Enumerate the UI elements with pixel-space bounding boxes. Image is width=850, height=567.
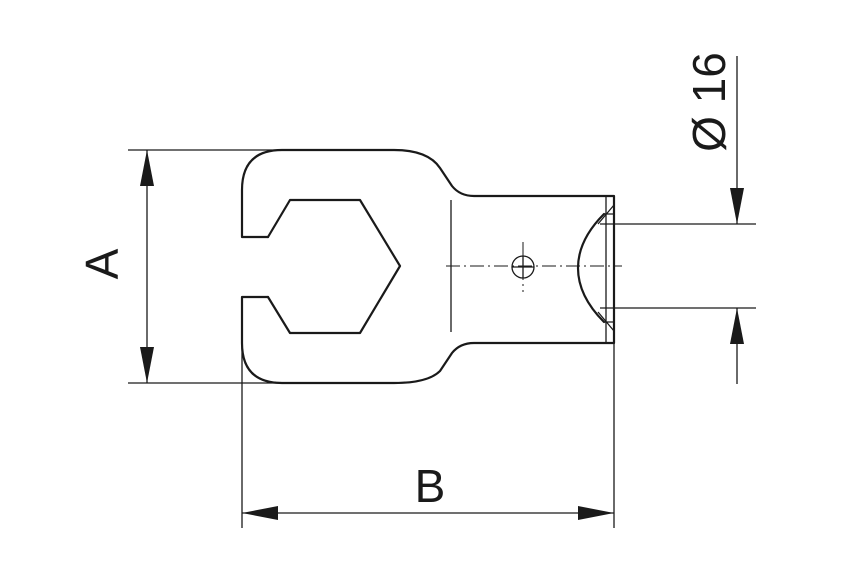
- arrow-d-top: [730, 188, 744, 224]
- dimension-a-label: A: [76, 248, 128, 279]
- arrow-a-bottom: [140, 347, 154, 383]
- drive-chamfer-bottom: [597, 311, 615, 332]
- dimension-diameter: Ø 16: [600, 52, 756, 384]
- arrow-d-bottom: [730, 308, 744, 344]
- dimension-diameter-label: Ø 16: [683, 52, 735, 152]
- hex-jaw-opening: [266, 198, 402, 335]
- crowfoot-wrench-outline: [240, 148, 616, 385]
- wrench-head-outline: [240, 148, 616, 385]
- dimension-a: A: [76, 149, 282, 384]
- dimension-b: B: [241, 340, 615, 528]
- drive-bore-arc: [576, 212, 606, 324]
- arrow-b-left: [242, 506, 278, 520]
- drive-chamfer-top: [597, 204, 615, 225]
- dimension-b-label: B: [415, 460, 446, 512]
- arrow-b-right: [578, 506, 614, 520]
- pivot-hole: [446, 242, 622, 292]
- arrow-a-top: [140, 150, 154, 186]
